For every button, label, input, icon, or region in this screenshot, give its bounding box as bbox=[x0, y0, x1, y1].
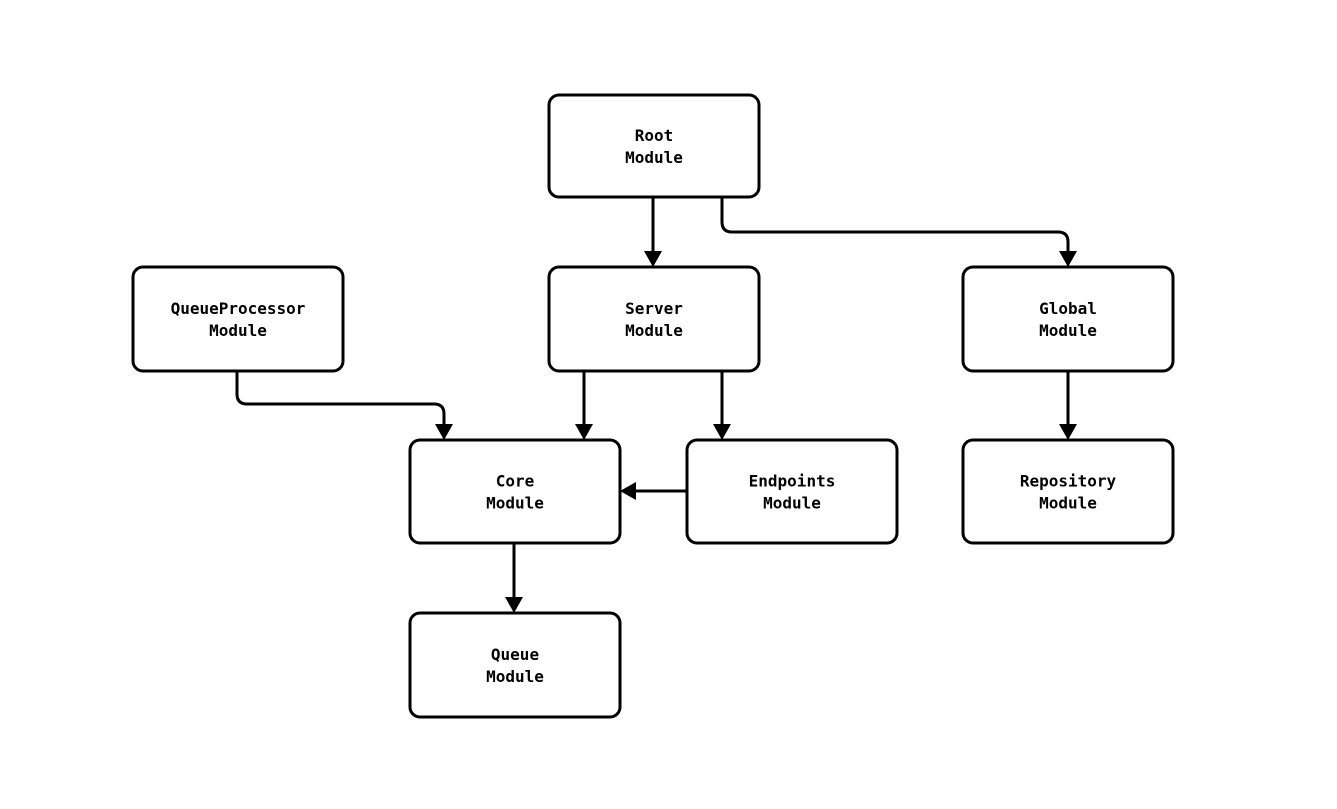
repository-module-node-label-line2: Module bbox=[1039, 493, 1097, 512]
global-module-node-box[interactable] bbox=[961, 265, 1175, 373]
queueprocessor-module-node-label-line1: QueueProcessor bbox=[171, 299, 306, 318]
queue-module-node-label-line2: Module bbox=[486, 667, 544, 686]
edge-queueprocessor-to-core bbox=[235, 371, 453, 440]
repository-module-node-label-line1: Repository bbox=[1020, 471, 1117, 490]
root-module-node-label-line1: Root bbox=[635, 126, 674, 145]
server-module-node-label-line2: Module bbox=[625, 321, 683, 340]
edge-core-to-queue-arrowhead-icon bbox=[505, 597, 523, 613]
repository-module-node-box[interactable] bbox=[961, 438, 1175, 545]
edge-root-to-server-arrowhead-icon bbox=[644, 251, 662, 267]
edge-root-to-global-arrowhead-icon bbox=[1059, 251, 1077, 267]
edge-queueprocessor-to-core-arrowhead-icon bbox=[435, 424, 453, 440]
edge-server-to-endpoints-arrowhead-icon bbox=[713, 424, 731, 440]
root-module-node-box[interactable] bbox=[547, 93, 761, 199]
edge-root-to-global-line bbox=[720, 197, 1070, 252]
server-module-node-label-line1: Server bbox=[625, 299, 683, 318]
core-module-node-label-line2: Module bbox=[486, 493, 544, 512]
endpoints-module-node-label-line2: Module bbox=[763, 493, 821, 512]
core-module-node-label-line1: Core bbox=[496, 471, 535, 490]
edge-global-to-repository-arrowhead-icon bbox=[1059, 424, 1077, 440]
edge-root-to-server bbox=[644, 197, 662, 267]
core-module-node-box[interactable] bbox=[408, 438, 622, 545]
root-module-node-label-line2: Module bbox=[625, 148, 683, 167]
edge-queueprocessor-to-core-line bbox=[235, 371, 446, 425]
edge-endpoints-to-core bbox=[620, 482, 687, 500]
edge-server-to-core-arrowhead-icon bbox=[575, 424, 593, 440]
edge-root-to-global bbox=[720, 197, 1077, 267]
queueprocessor-module-node-box[interactable] bbox=[131, 265, 345, 373]
queueprocessor-module-node-label-line2: Module bbox=[209, 321, 267, 340]
edge-server-to-endpoints bbox=[713, 371, 731, 440]
edge-server-to-core bbox=[575, 371, 593, 440]
queue-module-node-box[interactable] bbox=[408, 611, 622, 719]
queue-module-node-label-line1: Queue bbox=[491, 645, 539, 664]
global-module-node-label-line2: Module bbox=[1039, 321, 1097, 340]
edge-core-to-queue bbox=[505, 543, 523, 613]
endpoints-module-node-box[interactable] bbox=[685, 438, 899, 545]
edge-global-to-repository bbox=[1059, 371, 1077, 440]
edge-endpoints-to-core-arrowhead-icon bbox=[620, 482, 636, 500]
server-module-node-box[interactable] bbox=[547, 265, 761, 373]
edges-layer bbox=[235, 197, 1077, 613]
endpoints-module-node-label-line1: Endpoints bbox=[749, 471, 836, 490]
global-module-node-label-line1: Global bbox=[1039, 299, 1097, 318]
